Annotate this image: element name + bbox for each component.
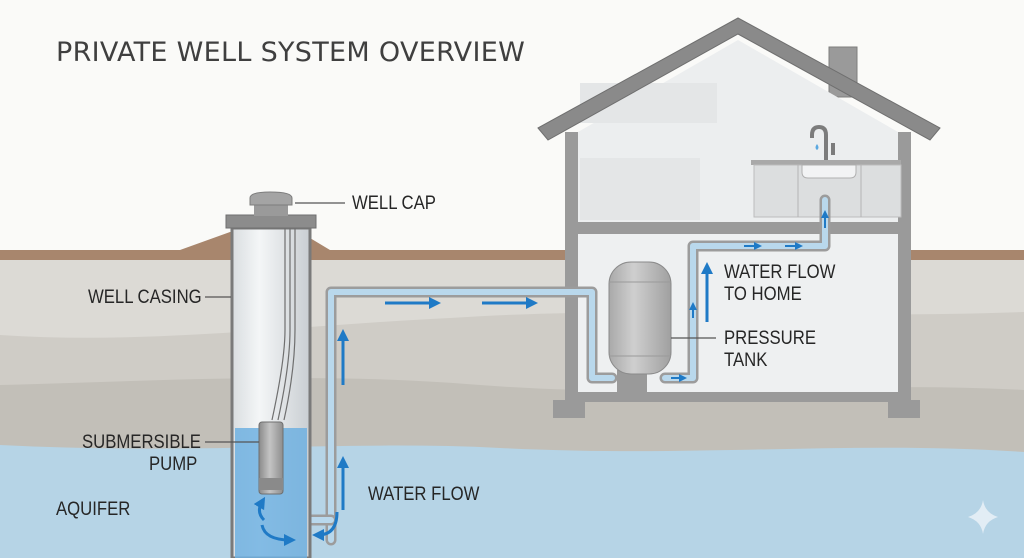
first-floor-slab [565,222,911,234]
pressure-tank [608,261,672,375]
faucet-icon [810,124,835,160]
well [225,191,317,558]
flow-arrows [253,210,829,546]
tank-stand [617,370,647,392]
sparkle-icon [968,500,998,534]
label-water-flow-home-line1: WATER FLOW [724,262,836,283]
well-cap [249,191,293,206]
label-pressure-tank-line2: TANK [724,350,768,371]
flow-arrow [253,496,266,522]
pressure-tank-group [608,261,672,392]
label-submersible-line1: SUBMERSIBLE [82,432,201,453]
roof [537,17,941,141]
pump-cables [271,228,296,421]
label-water-flow-home-line2: TO HOME [724,284,802,305]
flow-arrow [260,524,296,546]
well-cap-neck [254,203,288,216]
label-well-casing: WELL CASING [88,287,202,308]
flow-arrow [312,511,339,541]
leader-lines [205,202,716,443]
well-cap-plate [225,214,317,229]
submersible-pump [258,421,284,495]
footing-right [888,400,920,418]
sink-basin [801,164,857,179]
footing-left [553,400,585,418]
label-well-cap: WELL CAP [352,193,436,214]
basement-floor-slab [565,392,911,402]
diagram-title: PRIVATE WELL SYSTEM OVERVIEW [56,37,526,68]
label-aquifer: AQUIFER [56,499,131,520]
house-wall-left [565,132,578,402]
wall-shade-2 [580,158,700,220]
counter-top [751,160,901,165]
label-pressure-tank-line1: PRESSURE [724,328,816,349]
label-water-flow: WATER FLOW [368,484,480,505]
label-submersible-line2: PUMP [149,454,198,475]
